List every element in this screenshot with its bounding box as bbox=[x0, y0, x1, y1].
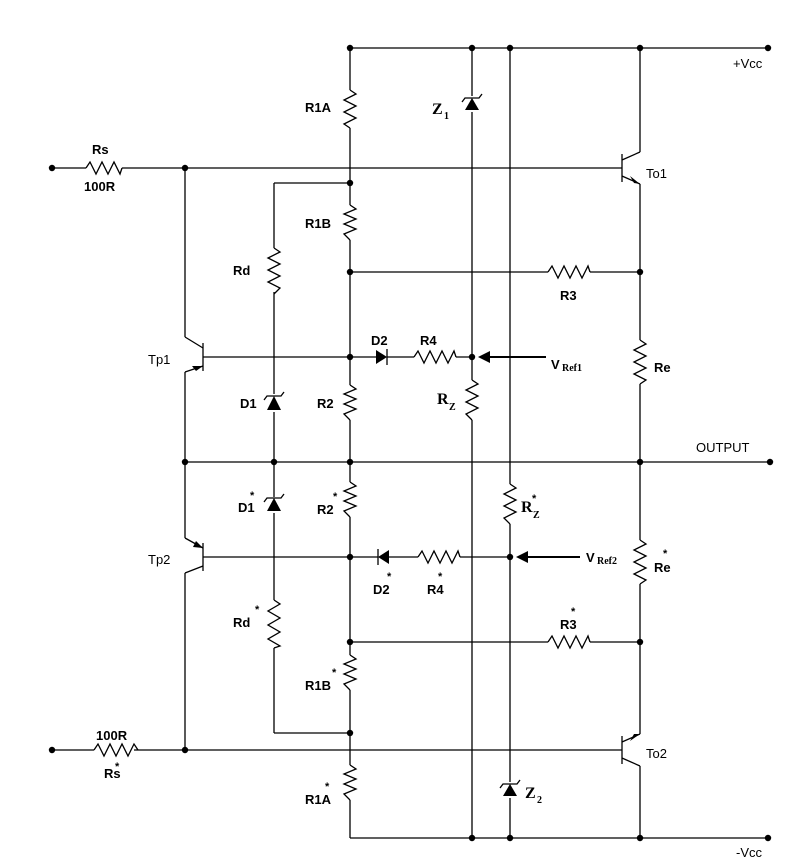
label-to1: To1 bbox=[646, 166, 667, 181]
resistor-r1a bbox=[342, 89, 358, 129]
label-r3-star: R3 bbox=[560, 617, 577, 632]
label-d1-star: D1 bbox=[238, 500, 255, 515]
label-r1a-star: R1A bbox=[305, 792, 332, 807]
label-z1-sub: 1 bbox=[444, 111, 449, 122]
diode-d2-symbol bbox=[376, 349, 388, 365]
label-r2: R2 bbox=[317, 396, 334, 411]
star-rz: * bbox=[532, 493, 537, 505]
resistor-rz-star bbox=[502, 483, 518, 525]
label-vref2-sub: Ref2 bbox=[597, 556, 617, 567]
zener-z1-symbol bbox=[461, 93, 483, 110]
label-d2-star: D2 bbox=[373, 582, 390, 597]
resistor-rz bbox=[464, 379, 480, 421]
transistor-arrows bbox=[192, 176, 640, 741]
label-vref1-sub: Ref1 bbox=[562, 363, 582, 374]
label-vref1: V bbox=[551, 357, 560, 372]
resistors bbox=[85, 89, 648, 801]
star-r2: * bbox=[333, 491, 338, 503]
resistor-r4 bbox=[413, 349, 457, 365]
resistor-re-star bbox=[632, 539, 648, 585]
star-r1b: * bbox=[332, 667, 337, 679]
label-rd-star: Rd bbox=[233, 615, 250, 630]
label-vref2: V bbox=[586, 550, 595, 565]
label-to2: To2 bbox=[646, 746, 667, 761]
star-rs: * bbox=[115, 761, 120, 773]
label-z2-sub: 2 bbox=[537, 795, 542, 806]
label-d2: D2 bbox=[371, 333, 388, 348]
resistor-r3-star bbox=[547, 634, 591, 650]
label-r1a: R1A bbox=[305, 100, 332, 115]
label-rd: Rd bbox=[233, 263, 250, 278]
label-output: OUTPUT bbox=[696, 440, 750, 455]
label-z1: Z bbox=[432, 101, 443, 118]
label-rz-star: R bbox=[521, 499, 533, 516]
junction-dots bbox=[48, 44, 774, 842]
resistor-rd bbox=[266, 247, 282, 295]
tp1-emitter-arrow bbox=[192, 366, 203, 371]
resistor-r1a-star bbox=[342, 764, 358, 801]
label-r4-star: R4 bbox=[427, 582, 444, 597]
label-r1b-star: R1B bbox=[305, 678, 331, 693]
star-rd: * bbox=[255, 604, 260, 616]
resistor-r2-star bbox=[342, 481, 358, 518]
label-tp2: Tp2 bbox=[148, 552, 170, 567]
diode-d1-star-symbol bbox=[263, 493, 285, 511]
label-rs-star-value: 100R bbox=[96, 728, 128, 743]
star-r4: * bbox=[438, 571, 443, 583]
label-r1b: R1B bbox=[305, 216, 331, 231]
resistor-r1b-star bbox=[342, 654, 358, 691]
label-tp1: Tp1 bbox=[148, 352, 170, 367]
label-rz-sub: Z bbox=[449, 402, 456, 413]
resistor-r4-star bbox=[417, 549, 461, 565]
diodes bbox=[263, 93, 521, 796]
label-rz-star-sub: Z bbox=[533, 510, 540, 521]
label-rs-star: Rs bbox=[104, 766, 121, 781]
resistor-r1b bbox=[342, 204, 358, 241]
label-r2-star: R2 bbox=[317, 502, 334, 517]
diode-d2-star-symbol bbox=[377, 549, 389, 565]
labels: +Vcc -Vcc OUTPUT Rs 100R 100R Rs * R1A R… bbox=[84, 56, 763, 860]
label-r3: R3 bbox=[560, 288, 577, 303]
vref2-arrow bbox=[516, 551, 528, 563]
resistor-rs-star bbox=[93, 742, 139, 758]
resistor-re bbox=[632, 339, 648, 385]
tp2-emitter-arrow bbox=[193, 541, 203, 548]
label-rz: R bbox=[437, 391, 449, 408]
label-rs: Rs bbox=[92, 142, 109, 157]
label-r4: R4 bbox=[420, 333, 437, 348]
resistor-r2 bbox=[342, 384, 358, 421]
label-z2: Z bbox=[525, 785, 536, 802]
label-re: Re bbox=[654, 360, 671, 375]
star-re: * bbox=[663, 548, 668, 560]
star-r1a: * bbox=[325, 781, 330, 793]
star-d1: * bbox=[250, 490, 255, 502]
resistor-r3 bbox=[547, 264, 591, 280]
to2-emitter-arrow bbox=[630, 734, 640, 741]
reference-arrows bbox=[478, 351, 580, 563]
vref1-arrow bbox=[478, 351, 490, 363]
resistor-rs bbox=[85, 160, 123, 176]
to1-emitter-arrow bbox=[630, 176, 640, 184]
resistor-rd-star bbox=[266, 599, 282, 649]
label-vcc-negative: -Vcc bbox=[736, 845, 763, 860]
label-d1: D1 bbox=[240, 396, 257, 411]
label-rs-value: 100R bbox=[84, 179, 116, 194]
label-re-star: Re bbox=[654, 560, 671, 575]
diode-d1-symbol bbox=[263, 391, 285, 410]
zener-z2-symbol bbox=[499, 779, 521, 796]
label-vcc-positive: +Vcc bbox=[733, 56, 763, 71]
star-r3: * bbox=[571, 606, 576, 618]
star-d2: * bbox=[387, 571, 392, 583]
